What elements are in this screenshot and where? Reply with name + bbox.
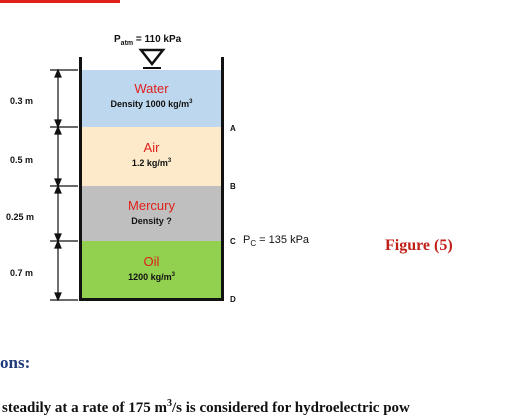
pressure-c-label: PC = 135 kPa: [243, 234, 310, 249]
patm-value: = 110 kPa: [133, 34, 182, 45]
air-label: Air: [143, 140, 160, 155]
point-a-label: A: [230, 124, 236, 133]
point-c-label: C: [230, 237, 236, 246]
oil-label: Oil: [143, 254, 160, 269]
mercury-layer: Mercury Density ?: [82, 186, 221, 241]
heading-accent: [0, 0, 120, 3]
tank: Water Density 1000 kg/m3 Air 1.2 kg/m3 M…: [79, 57, 224, 301]
dimension-air-label: 0.5 m: [10, 155, 34, 165]
air-density-label: 1.2 kg/m3: [131, 158, 172, 168]
mercury-density-label: Density ?: [131, 216, 172, 226]
mercury-label: Mercury: [128, 198, 175, 213]
point-b-label: B: [230, 182, 236, 191]
water-layer: Water Density 1000 kg/m3: [82, 70, 221, 127]
dimension-mercury-label: 0.25 m: [6, 212, 35, 222]
air-layer: Air 1.2 kg/m3: [82, 127, 221, 186]
atmospheric-pressure-label: Patm = 110 kPa: [114, 34, 181, 47]
water-label: Water: [134, 81, 169, 96]
figure-label: Figure (5): [385, 237, 453, 254]
dimension-oil-label: 0.7 m: [10, 268, 34, 278]
water-density-label: Density 1000 kg/m3: [110, 99, 193, 109]
section-heading: ons:: [0, 353, 31, 372]
dimension-lines: [50, 68, 78, 302]
problem-text: steadily at a rate of 175 m3/s is consid…: [2, 398, 410, 416]
dimension-water-label: 0.3 m: [10, 96, 34, 106]
oil-layer: Oil 1200 kg/m3: [82, 241, 221, 298]
point-d-label: D: [230, 295, 236, 304]
patm-symbol: P: [114, 34, 121, 45]
oil-density-label: 1200 kg/m3: [128, 272, 175, 282]
patm-subscript: atm: [120, 40, 134, 47]
